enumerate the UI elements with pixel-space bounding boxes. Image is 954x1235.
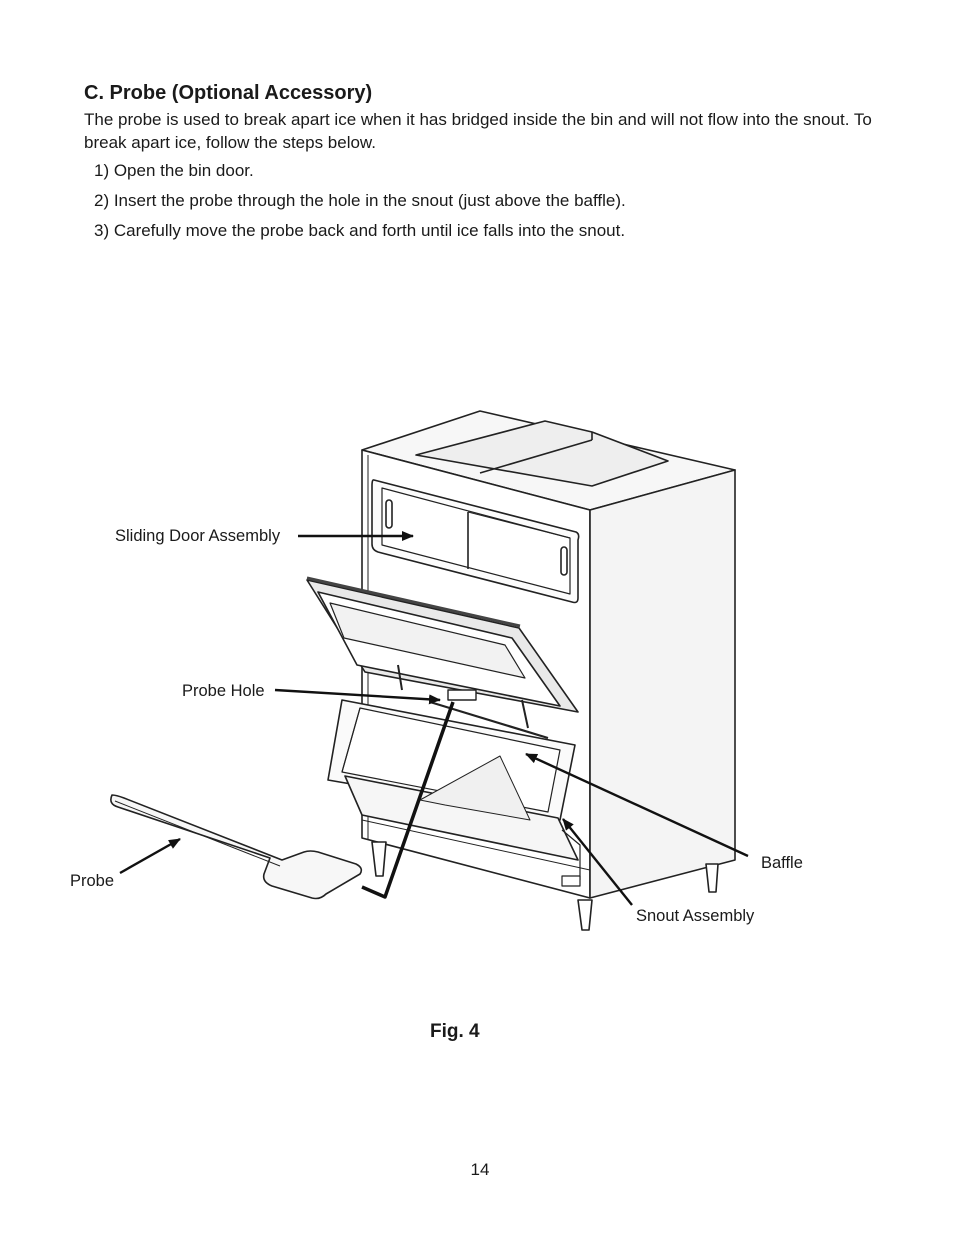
arrow-snout	[562, 818, 633, 906]
figure-caption: Fig. 4	[430, 1021, 480, 1042]
step-3: 3) Carefully move the probe back and for…	[94, 221, 626, 240]
bin-drawing	[110, 410, 736, 931]
leader-arrows	[119, 531, 749, 906]
label-probe: Probe	[70, 872, 114, 890]
label-sliding-door: Sliding Door Assembly	[115, 527, 281, 545]
arrow-probe	[119, 837, 181, 875]
step-1: 1) Open the bin door.	[94, 161, 254, 180]
section-heading: C. Probe (Optional Accessory)	[84, 82, 373, 104]
ice-bin-illustration: Sliding Door Assembly Probe Hole Probe B…	[70, 410, 803, 931]
arrow-probe-hole	[274, 688, 441, 705]
label-probe-hole: Probe Hole	[182, 682, 265, 700]
step-2: 2) Insert the probe through the hole in …	[94, 191, 626, 210]
intro-paragraph: The probe is used to break apart ice whe…	[84, 110, 872, 152]
page-number: 14	[470, 1160, 490, 1179]
label-snout-assembly: Snout Assembly	[636, 907, 755, 925]
figure-ice-bin: Sliding Door Assembly Probe Hole Probe B…	[0, 400, 954, 960]
arrow-baffle	[525, 752, 749, 858]
label-baffle: Baffle	[761, 854, 803, 872]
steps-list: 1) Open the bin door. 2) Insert the prob…	[94, 160, 626, 250]
